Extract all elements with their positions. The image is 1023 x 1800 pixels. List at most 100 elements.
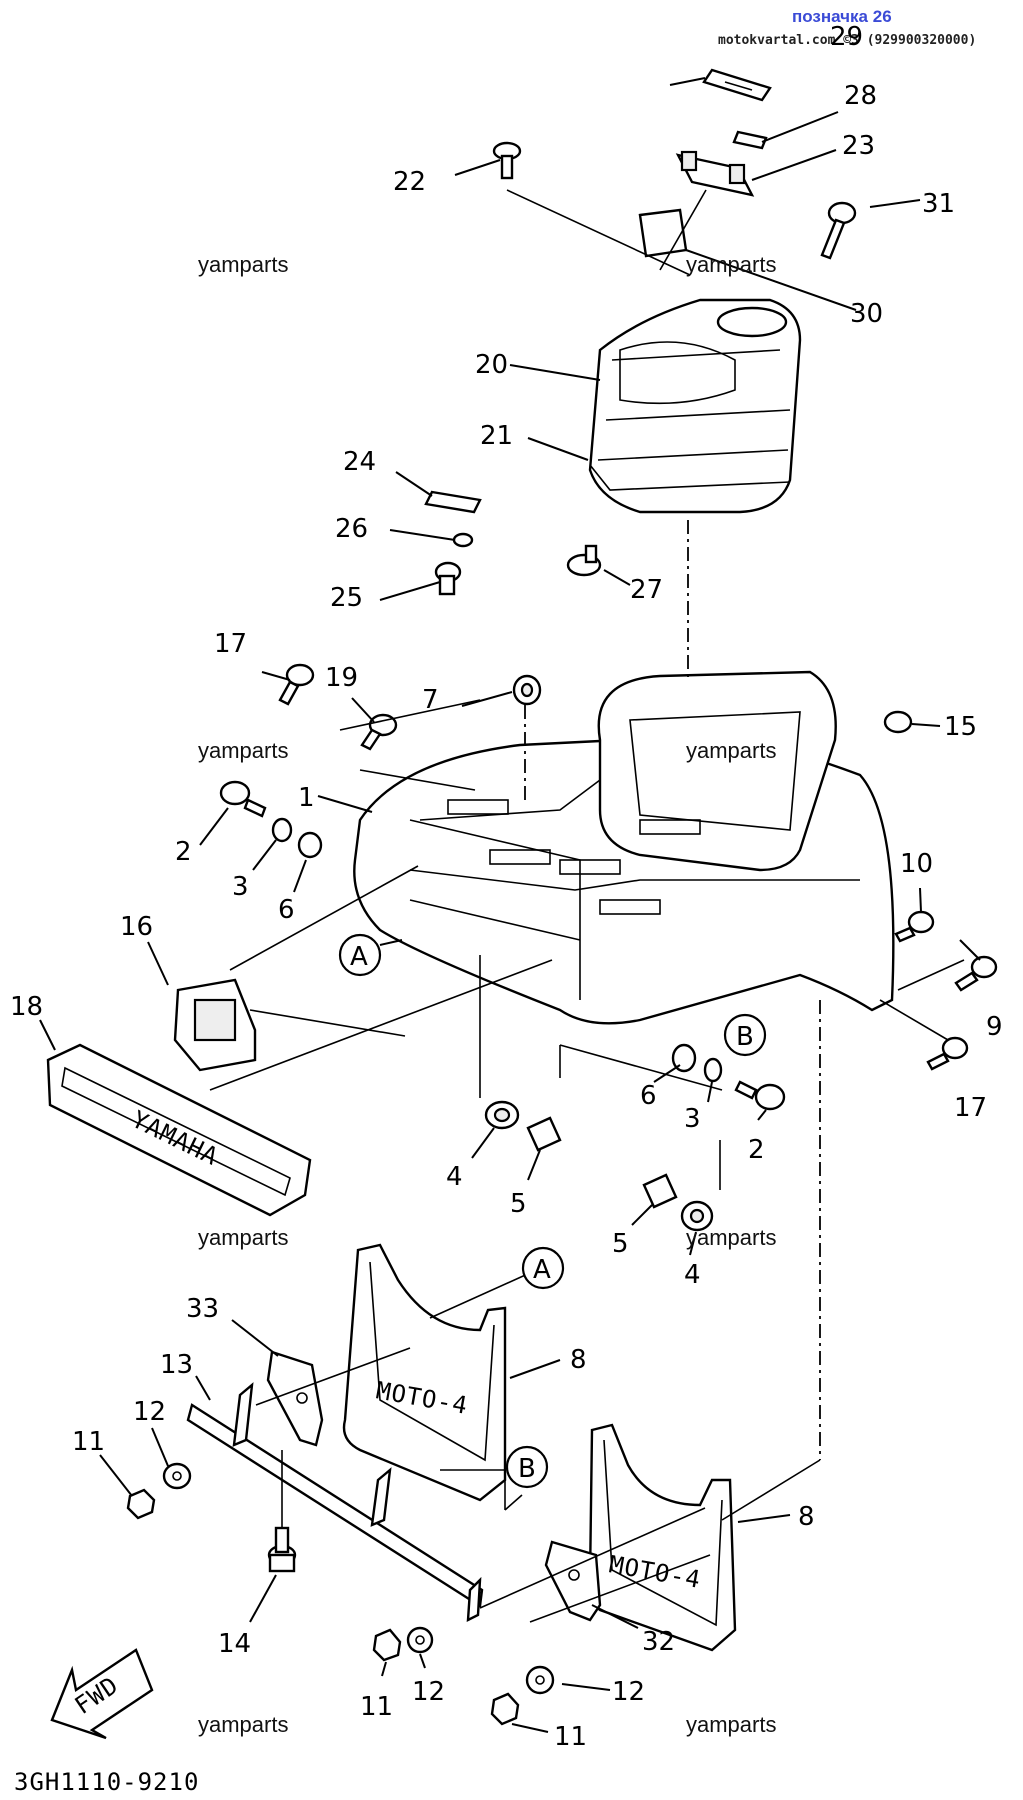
part-3-washer-left [271,817,293,843]
callout-14: 14 [218,1629,251,1659]
part-6-washer-left [297,831,323,859]
part-33-plate [266,1350,324,1447]
callout-15: 15 [944,712,977,742]
callout-23: 23 [842,131,875,161]
callout-13: 13 [160,1350,193,1380]
callout-18: 18 [10,992,43,1022]
part-22-bolt [492,141,522,180]
callout-24: 24 [343,447,376,477]
part-2-bolt-left [219,780,267,818]
callout-31: 31 [922,189,955,219]
part-17-bolt-lower [926,1036,969,1071]
fwd-arrow-icon: FWD [50,1648,154,1740]
callout-27: 27 [630,575,663,605]
part-21-trim [589,464,791,491]
callout-5-right: 5 [612,1229,629,1259]
part-28-clip [732,130,768,150]
part-11-nut-middle [372,1628,402,1662]
callout-33: 33 [186,1294,219,1324]
callout-11-left: 11 [72,1427,105,1457]
part-25-bolt [434,561,462,596]
part-20-fender-cover [588,298,802,514]
svg-text:A: A [533,1255,551,1285]
callout-3-left: 3 [232,872,249,902]
watermark: yamparts [686,252,776,277]
callout-2-right: 2 [748,1135,765,1165]
part-26-washer [452,532,474,548]
part-30-bracket [638,208,688,258]
part-29-plate [702,68,772,102]
part-19-bolt [360,713,398,751]
part-18-taillight: YAMAHA [46,1043,312,1217]
callout-8-left: 8 [570,1345,587,1375]
callout-6-right: 6 [640,1081,657,1111]
svg-text:B: B [736,1022,754,1052]
callout-7: 7 [422,685,439,715]
part-27-bolt [566,544,602,577]
callout-10: 10 [900,849,933,879]
callout-28: 28 [844,81,877,111]
part-23-bracket [675,150,755,197]
diagram-header-source: motokvartal.com ©3 (929900320000) [718,33,976,48]
part-4-grommet-left [484,1100,520,1130]
part-10-bolt [894,910,935,943]
callout-2-left: 2 [175,837,192,867]
callout-17-lower: 17 [954,1093,987,1123]
callout-11-right: 11 [554,1722,587,1752]
part-14-bolt [267,1526,297,1573]
part-12-washer-middle [406,1626,434,1654]
reference-circle-b-lower: B [505,1445,549,1489]
callout-22: 22 [393,167,426,197]
watermark: yamparts [686,738,776,763]
svg-text:A: A [350,942,368,972]
part-4-grommet-right [680,1200,714,1232]
callout-12-middle: 12 [412,1677,445,1707]
callout-19: 19 [325,663,358,693]
part-16-reflector [173,978,257,1072]
part-1-rear-fender [353,670,895,1025]
part-11-nut-right [490,1692,520,1726]
callout-29: 29 [830,22,863,52]
part-24-clip [424,490,482,514]
svg-text:B: B [518,1454,536,1484]
reference-circle-b-upper: B [723,1013,767,1057]
watermark: yamparts [198,1225,288,1250]
part-6-washer-right [671,1043,697,1073]
callout-8-right: 8 [798,1502,815,1532]
part-7-nut [512,674,542,706]
callout-11-middle: 11 [360,1692,393,1722]
callout-6-left: 6 [278,895,295,925]
callout-12-left: 12 [133,1397,166,1427]
callout-labels: 29 28 23 22 31 30 20 21 24 26 25 27 17 1… [10,22,1003,1752]
callout-1: 1 [298,783,315,813]
callout-25: 25 [330,583,363,613]
callout-17-upper: 17 [214,629,247,659]
part-3-washer-right [703,1057,723,1083]
callout-5-left: 5 [510,1189,527,1219]
callout-32: 32 [642,1627,675,1657]
reference-circle-a-lower: A [521,1246,565,1290]
part-31-bolt [820,201,857,260]
watermark: yamparts [198,1712,288,1737]
diagram-code: 3GH1110-9210 [14,1768,199,1796]
callout-26: 26 [335,514,368,544]
watermark: yamparts [198,738,288,763]
diagram-header-title: позначка 26 [792,7,892,26]
callout-12-right: 12 [612,1677,645,1707]
part-5-collar-right [642,1173,678,1209]
part-2-bolt-right [734,1080,786,1111]
callout-16: 16 [120,912,153,942]
watermark: yamparts [198,252,288,277]
watermark: yamparts [686,1712,776,1737]
part-13-bracket-bar [186,1382,484,1623]
part-32-plate [544,1540,602,1622]
callout-4-right: 4 [684,1260,701,1290]
callout-20: 20 [475,350,508,380]
part-11-nut-left [126,1488,156,1520]
callout-21: 21 [480,421,513,451]
part-5-collar-left [526,1116,562,1152]
watermarks: yamparts yamparts yamparts yamparts yamp… [198,252,776,1737]
callout-4-left: 4 [446,1162,463,1192]
part-12-washer-right [525,1665,555,1695]
